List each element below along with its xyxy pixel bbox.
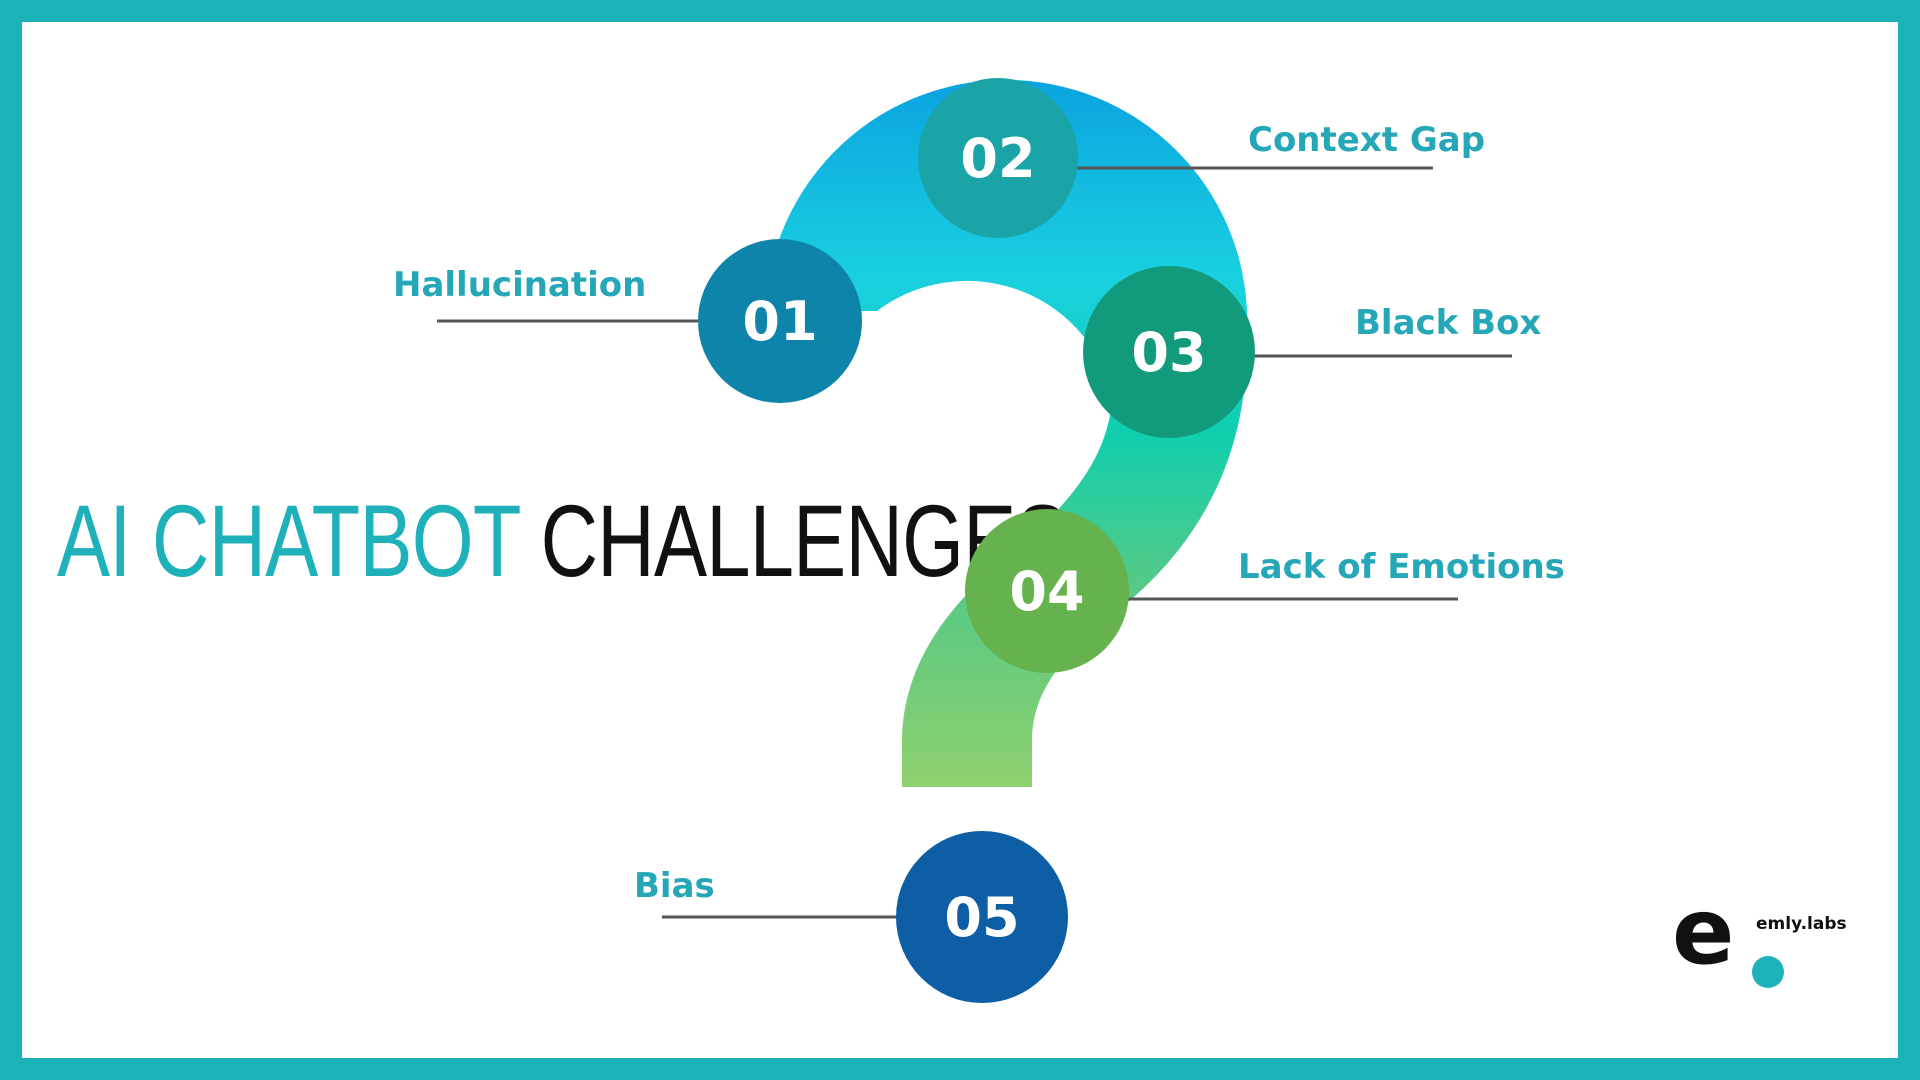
label-context-gap: Context Gap <box>1248 120 1485 160</box>
node-01: 01 <box>698 239 862 403</box>
logo-dot-icon <box>1752 956 1784 988</box>
node-04-number: 04 <box>1009 560 1084 623</box>
label-black-box: Black Box <box>1355 303 1541 343</box>
infographic-canvas: AI CHATBOT CHALLENGES 01 02 <box>22 22 1898 1058</box>
node-05: 05 <box>896 831 1068 1003</box>
node-03-number: 03 <box>1131 321 1206 384</box>
node-02-number: 02 <box>960 127 1035 190</box>
question-mark-shape <box>765 79 1248 787</box>
emly-labs-logo: e emly.labs <box>1672 886 1872 998</box>
label-lack-of-emotions: Lack of Emotions <box>1238 547 1565 587</box>
node-02-circle <box>918 78 1078 238</box>
node-02: 02 <box>918 78 1078 238</box>
title-accent: AI CHATBOT <box>57 484 520 598</box>
question-mark-diagram: 01 02 03 04 05 Hallucination Context Gap… <box>393 78 1565 1003</box>
node-05-number: 05 <box>944 886 1019 949</box>
node-04-circle <box>965 509 1129 673</box>
node-05-circle <box>896 831 1068 1003</box>
node-03: 03 <box>1083 266 1255 438</box>
label-bias: Bias <box>634 866 715 906</box>
label-hallucination: Hallucination <box>393 265 646 305</box>
logo-text: emly.labs <box>1756 914 1847 934</box>
logo-mark: e <box>1672 878 1735 985</box>
node-01-circle <box>698 239 862 403</box>
page-title: AI CHATBOT CHALLENGES <box>57 490 1069 592</box>
node-03-circle <box>1083 266 1255 438</box>
node-01-number: 01 <box>742 290 817 353</box>
node-04: 04 <box>965 509 1129 673</box>
